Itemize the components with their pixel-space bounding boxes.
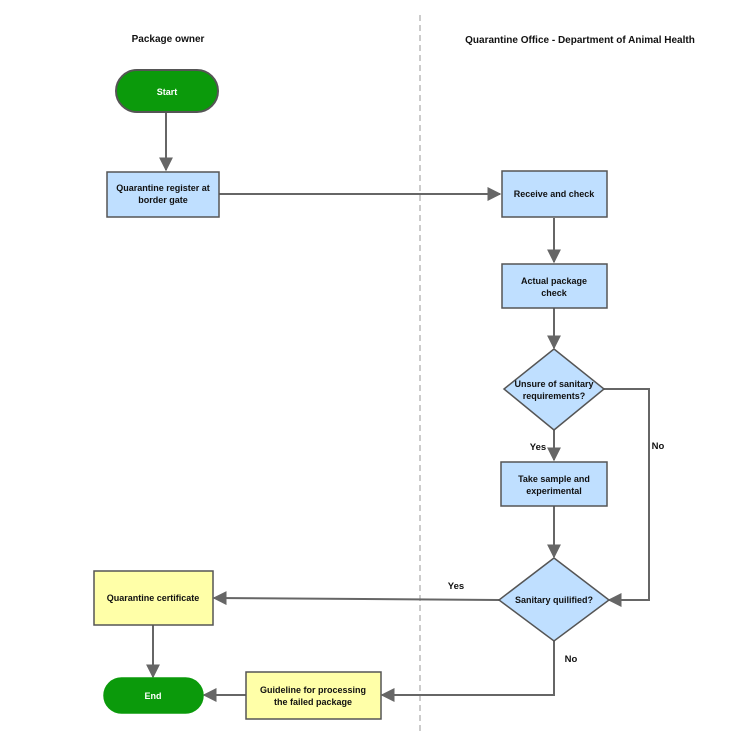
sanitary-decision-node: Sanitary quilified?: [497, 557, 611, 642]
unsure-decision-node: Unsure of sanitary requirements?: [502, 348, 606, 431]
edge-unsure-no-to-sanitary: [604, 388, 650, 607]
actual-check-label-line-2: check: [541, 288, 568, 298]
lane-title-quarantine-office: Quarantine Office - Department of Animal…: [465, 35, 695, 46]
end-label: End: [145, 691, 162, 701]
sample-node: Take sample and experimental: [500, 461, 608, 507]
receive-node: Receive and check: [501, 170, 608, 218]
guideline-label-line-1: Guideline for processing: [260, 685, 366, 695]
certificate-node: Quarantine certificate: [93, 570, 214, 626]
edge-label-unsure-no: No: [652, 441, 665, 452]
actual-check-label-line-1: Actual package: [521, 276, 587, 286]
end-node: End: [103, 677, 204, 714]
register-node: Quarantine register at border gate: [106, 171, 220, 218]
sample-label-line-1: Take sample and: [518, 474, 590, 484]
lane-title-package-owner: Package owner: [132, 34, 205, 45]
sample-label-line-2: experimental: [526, 486, 582, 496]
start-label: Start: [157, 87, 178, 97]
edges: [146, 112, 650, 702]
edge-label-unsure-yes: Yes: [530, 442, 546, 453]
guideline-label-line-2: the failed package: [274, 697, 352, 707]
unsure-label-line-1: Unsure of sanitary: [514, 379, 593, 389]
unsure-label-line-2: requirements?: [523, 391, 586, 401]
start-node: Start: [115, 69, 219, 113]
register-label-line-2: border gate: [138, 195, 188, 205]
register-label-line-1: Quarantine register at: [116, 183, 210, 193]
certificate-label: Quarantine certificate: [107, 593, 200, 603]
receive-label: Receive and check: [514, 189, 596, 199]
guideline-node: Guideline for processing the failed pack…: [245, 671, 382, 720]
actual-check-node: Actual package check: [501, 263, 608, 309]
edge-sanitary-no-to-guideline: [380, 641, 555, 702]
edge-label-sanitary-no: No: [565, 654, 578, 665]
sanitary-label: Sanitary quilified?: [515, 595, 593, 605]
edge-sanitary-yes-to-certificate: [212, 591, 500, 606]
edge-label-sanitary-yes: Yes: [448, 581, 464, 592]
